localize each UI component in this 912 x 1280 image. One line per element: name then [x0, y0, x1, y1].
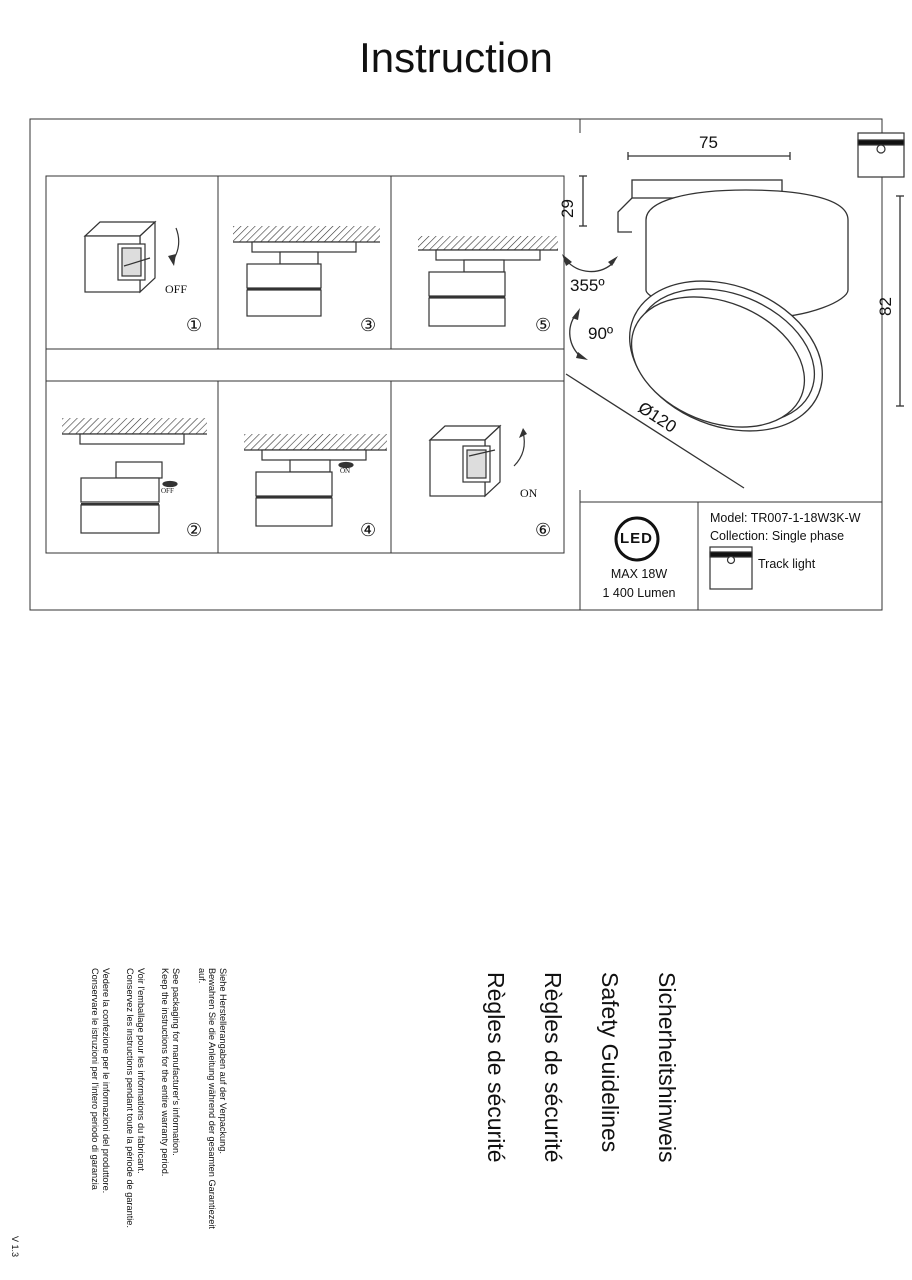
- safety-heading-de: Sicherheitshinweis: [654, 972, 680, 1163]
- page-title: Instruction: [359, 34, 553, 81]
- step-3-number: ③: [360, 315, 377, 335]
- model-text: Model: TR007-1-18W3K-W: [710, 511, 861, 525]
- product-drawing: [562, 152, 904, 489]
- lumen-rating: 1 400 Lumen: [602, 586, 676, 600]
- safety-heading-it: Règles de sécurité: [483, 972, 509, 1163]
- power-rating: MAX 18W: [610, 567, 668, 581]
- dim-height: 82: [876, 297, 895, 316]
- instruction-diagram: [29, 118, 905, 611]
- step-4-number: ④: [360, 520, 377, 540]
- safety-paragraph-fr: Voir l'emballage pour les informations d…: [125, 968, 147, 1228]
- collection-text: Collection: Single phase: [710, 529, 845, 543]
- step-4-state: ON: [340, 467, 351, 475]
- rotation-horizontal: 355º: [570, 276, 605, 295]
- step6-switch: [428, 424, 527, 498]
- track-light-icon: [857, 132, 905, 178]
- dim-mount-height: 29: [558, 199, 577, 218]
- dim-width: 75: [699, 133, 718, 152]
- step-2-number: ②: [186, 520, 203, 540]
- safety-paragraph-en: See packaging for manufacturer's informa…: [160, 968, 182, 1177]
- step5-mount: [418, 236, 558, 327]
- step-6-number: ⑥: [535, 520, 552, 540]
- safety-heading-fr: Règles de sécurité: [540, 972, 566, 1163]
- step-1-number: ①: [186, 315, 203, 335]
- step-5-number: ⑤: [535, 315, 552, 335]
- step2-mount: [62, 418, 207, 534]
- led-badge: [614, 516, 660, 562]
- outer-frame: [29, 118, 883, 611]
- step1-switch: [83, 220, 180, 294]
- step3-mount: [233, 226, 380, 317]
- safety-paragraph-de: Siehe Herstellerangaben auf der Verpacku…: [197, 968, 228, 1229]
- steps-grid: [45, 175, 565, 554]
- step-2-state: OFF: [161, 487, 174, 495]
- safety-heading-en: Safety Guidelines: [597, 972, 623, 1153]
- type-text: Track light: [758, 557, 816, 571]
- safety-paragraph-it: Vedere la confezione per le informazioni…: [90, 968, 112, 1194]
- step-1-state: OFF: [165, 282, 188, 296]
- step4-mount: [244, 434, 387, 527]
- rotation-vertical: 90º: [588, 324, 614, 343]
- version-label: V 1.3: [10, 1236, 20, 1258]
- step-6-state: ON: [520, 486, 538, 500]
- track-light-spec-icon: [709, 546, 753, 590]
- led-label: LED: [620, 530, 653, 547]
